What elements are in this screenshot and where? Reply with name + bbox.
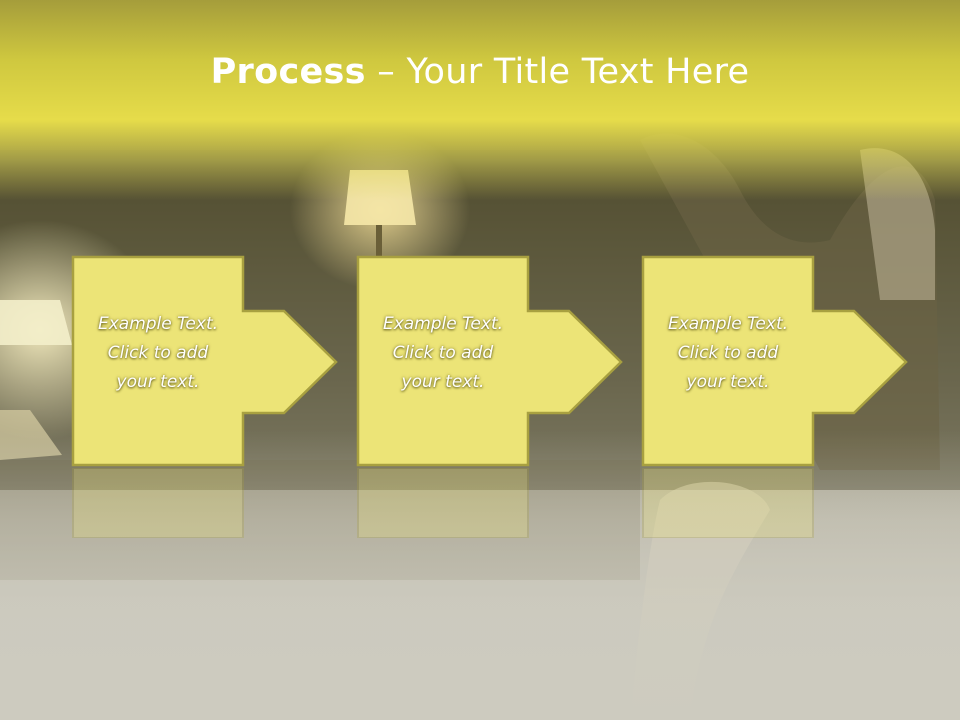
step-2-reflection	[357, 468, 529, 538]
slide-title[interactable]: Process – Your Title Text Here	[0, 52, 960, 92]
step-2-text[interactable]: Example Text. Click to add your text.	[382, 314, 504, 392]
process-step-3[interactable]: Example Text. Click to add your text.	[641, 255, 914, 467]
title-dash: –	[377, 52, 396, 92]
process-step-2[interactable]: Example Text. Click to add your text.	[356, 255, 629, 467]
title-bold-part: Process	[210, 52, 366, 92]
header-band	[0, 0, 960, 200]
process-step-1[interactable]: Example Text. Click to add your text.	[71, 255, 344, 467]
step-3-reflection	[642, 468, 814, 538]
step-2-arrow-shape	[356, 255, 623, 467]
title-rest-part: Your Title Text Here	[406, 52, 750, 92]
step-1-reflection	[72, 468, 244, 538]
step-3-arrow-shape	[641, 255, 908, 467]
step-1-text[interactable]: Example Text. Click to add your text.	[97, 314, 219, 392]
step-3-text[interactable]: Example Text. Click to add your text.	[667, 314, 789, 392]
step-1-arrow-shape	[71, 255, 338, 467]
